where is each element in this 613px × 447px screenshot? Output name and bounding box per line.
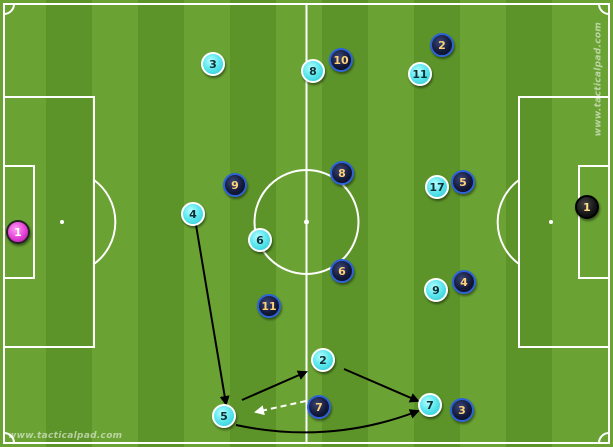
player-cyan-6[interactable]: 6 bbox=[248, 228, 272, 252]
left-goal-area bbox=[3, 165, 35, 279]
player-dark-7[interactable]: 7 bbox=[307, 395, 331, 419]
player-cyan-2[interactable]: 2 bbox=[311, 348, 335, 372]
pressure-dashed-arrow bbox=[254, 400, 307, 416]
right-penalty-arc bbox=[496, 179, 520, 265]
field-lines bbox=[3, 3, 610, 444]
player-cyan-8[interactable]: 8 bbox=[301, 59, 325, 83]
player-cyan-3[interactable]: 3 bbox=[201, 52, 225, 76]
player-cyan-11[interactable]: 11 bbox=[408, 62, 432, 86]
player-dark-9[interactable]: 9 bbox=[223, 173, 247, 197]
player-cyan-5[interactable]: 5 bbox=[212, 404, 236, 428]
pass-arrow bbox=[241, 370, 308, 401]
player-cyan-7[interactable]: 7 bbox=[418, 393, 442, 417]
penalty-spot bbox=[60, 220, 64, 224]
corner-arc bbox=[598, 3, 610, 15]
center-spot bbox=[304, 219, 309, 225]
left-penalty-arc bbox=[93, 179, 117, 265]
player-dark-10[interactable]: 10 bbox=[329, 48, 353, 72]
watermark-bottom: www.tacticalpad.com bbox=[8, 431, 123, 441]
player-dark-6[interactable]: 6 bbox=[330, 259, 354, 283]
corner-arc bbox=[598, 432, 610, 444]
player-dark-11[interactable]: 11 bbox=[257, 294, 281, 318]
center-circle bbox=[253, 169, 360, 275]
right-goal-area bbox=[578, 165, 610, 279]
run-arrow bbox=[195, 224, 230, 406]
movement-arrows bbox=[195, 224, 420, 434]
player-cyan-4[interactable]: 4 bbox=[181, 202, 205, 226]
run-curve-arrow bbox=[235, 409, 420, 434]
player-dark-8[interactable]: 8 bbox=[330, 161, 354, 185]
goalkeeper-right[interactable]: 1 bbox=[575, 195, 599, 219]
goalkeeper-left[interactable]: 1 bbox=[6, 220, 30, 244]
player-dark-4[interactable]: 4 bbox=[452, 270, 476, 294]
corner-arc bbox=[3, 3, 15, 15]
player-dark-3[interactable]: 3 bbox=[450, 398, 474, 422]
player-cyan-9[interactable]: 9 bbox=[424, 278, 448, 302]
corner-arc bbox=[3, 432, 15, 444]
player-cyan-17[interactable]: 17 bbox=[425, 175, 449, 199]
player-dark-5[interactable]: 5 bbox=[451, 170, 475, 194]
player-dark-2[interactable]: 2 bbox=[430, 33, 454, 57]
pass-arrow bbox=[343, 368, 420, 403]
pitch-spots bbox=[60, 219, 553, 225]
watermark-top: www.tacticalpad.com bbox=[593, 22, 603, 137]
penalty-spot bbox=[549, 220, 553, 224]
